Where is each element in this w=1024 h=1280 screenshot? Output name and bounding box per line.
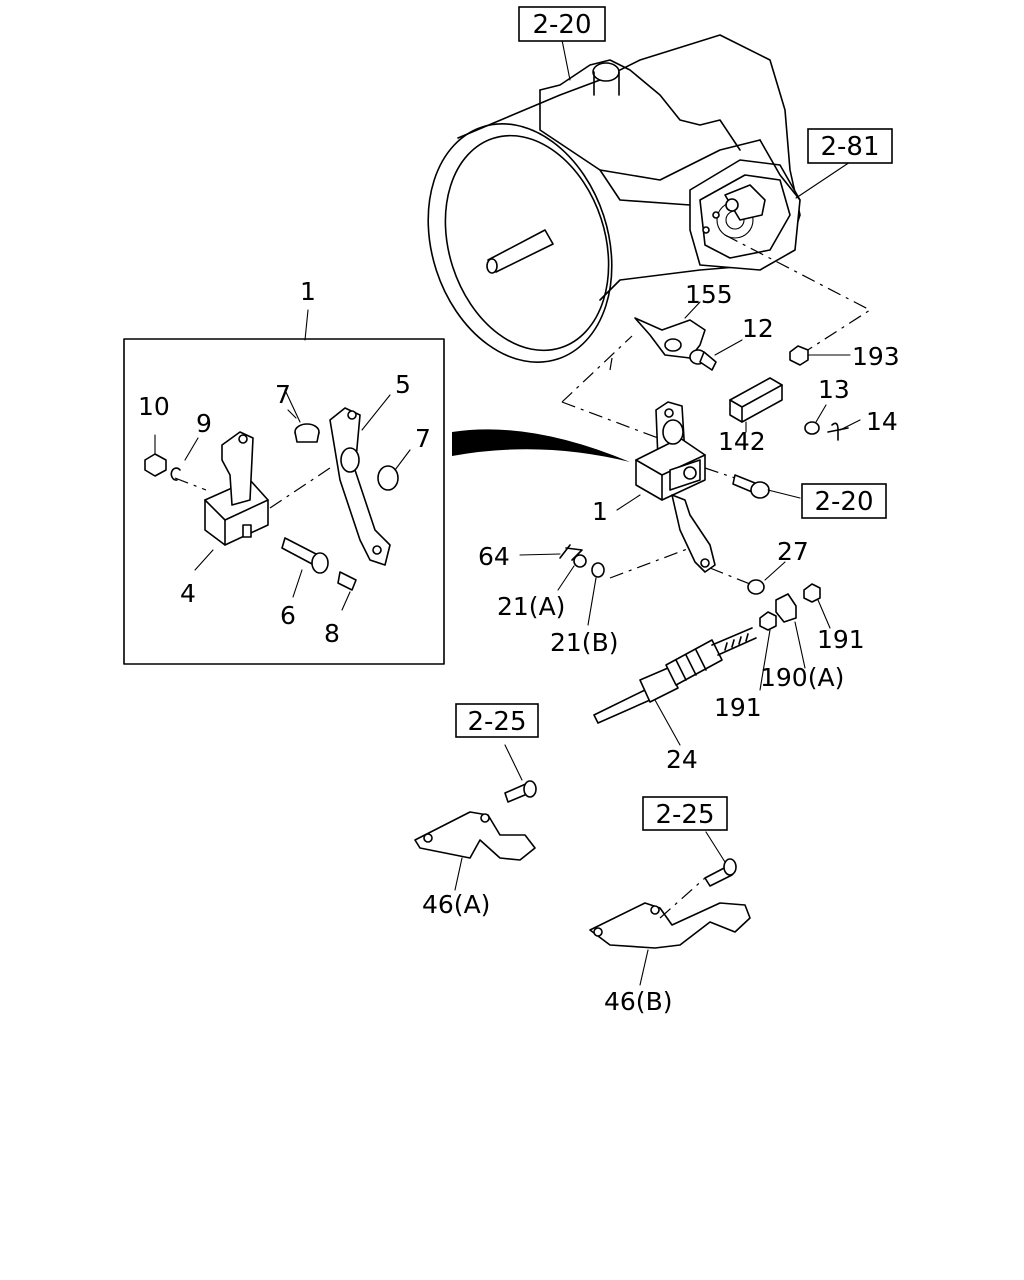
callout-7b: 7 (415, 424, 431, 453)
callout-10: 10 (138, 392, 170, 421)
centerline-2 (561, 401, 691, 451)
bracket-part-4 (194, 431, 269, 571)
callout-6: 6 (280, 601, 296, 630)
callout-1-mid: 1 (592, 497, 608, 526)
leader-220-top (561, 39, 571, 81)
callout-1-top: 1 (300, 277, 316, 306)
callout-27: 27 (777, 537, 809, 566)
centerline-1 (561, 335, 633, 403)
callout-24: 24 (666, 745, 698, 774)
callout-191a: 191 (817, 625, 865, 654)
washer-part-13 (804, 404, 827, 435)
callout-155: 155 (685, 280, 733, 309)
cable-part-24 (593, 627, 757, 746)
callout-9: 9 (196, 409, 212, 438)
callout-13: 13 (818, 375, 850, 404)
callout-191b: 191 (714, 693, 762, 722)
clip-part-14 (827, 419, 861, 441)
leader-281 (795, 161, 851, 199)
callout-21a: 21(A) (497, 592, 565, 621)
detail-box (123, 338, 445, 665)
ref-225-b-label: 2-25 (655, 800, 714, 830)
callout-46a: 46(A) (422, 890, 490, 919)
centerline-box-1 (174, 477, 207, 491)
block-part-142 (729, 377, 783, 433)
ref-box-220-mid[interactable]: 2-20 (801, 483, 887, 519)
callout-142: 142 (718, 427, 766, 456)
joint-part-190a (775, 593, 806, 669)
bushing-part-7a (284, 389, 320, 443)
nut-part-191b (803, 583, 831, 629)
callout-12: 12 (742, 314, 774, 343)
centerline-4 (609, 357, 613, 371)
callout-14: 14 (866, 407, 898, 436)
bracket-assembly-part-1 (616, 401, 716, 573)
ref-220-top-label: 2-20 (532, 10, 591, 40)
ref-281-label: 2-81 (820, 132, 879, 162)
callout-4: 4 (180, 579, 196, 608)
callout-5: 5 (395, 370, 411, 399)
nut-part-10 (144, 434, 167, 477)
transmission-housing (427, 34, 801, 363)
lever-part-5 (329, 394, 391, 566)
nut-part-191a (759, 611, 777, 691)
bolt-to-ref-220 (704, 467, 801, 499)
callout-190a: 190(A) (760, 663, 844, 692)
bolt-part-12 (689, 339, 743, 371)
bracket-part-46b (589, 831, 751, 986)
callout-46b: 46(B) (604, 987, 672, 1016)
washer-part-21a (557, 554, 587, 591)
washer-part-21b (587, 562, 605, 626)
nut-part-193 (789, 345, 851, 366)
centerline-21 (609, 547, 691, 579)
bracket-part-46a (414, 744, 537, 891)
plate-part-155 (634, 301, 706, 359)
callout-8: 8 (324, 619, 340, 648)
ref-box-220-top[interactable]: 2-20 (518, 6, 606, 42)
bolt-part-8 (337, 571, 357, 611)
ref-225-a-label: 2-25 (467, 707, 526, 737)
ref-box-225-b[interactable]: 2-25 (642, 796, 728, 831)
washer-part-27 (709, 561, 786, 595)
leader-1-top (304, 309, 309, 341)
ring-part-9 (170, 437, 199, 481)
ref-box-225-a[interactable]: 2-25 (455, 703, 539, 738)
bushing-part-7b (377, 449, 411, 491)
callout-7a: 7 (275, 380, 291, 409)
callout-21b: 21(B) (550, 628, 618, 657)
centerline-box-2 (269, 467, 331, 509)
ref-box-281[interactable]: 2-81 (807, 128, 893, 164)
ref-220-mid-label: 2-20 (814, 487, 873, 517)
detail-arrow (452, 429, 630, 462)
pin-part-6 (281, 537, 329, 598)
callout-193: 193 (852, 342, 900, 371)
callout-64: 64 (478, 542, 510, 571)
pin-part-64 (519, 544, 583, 561)
